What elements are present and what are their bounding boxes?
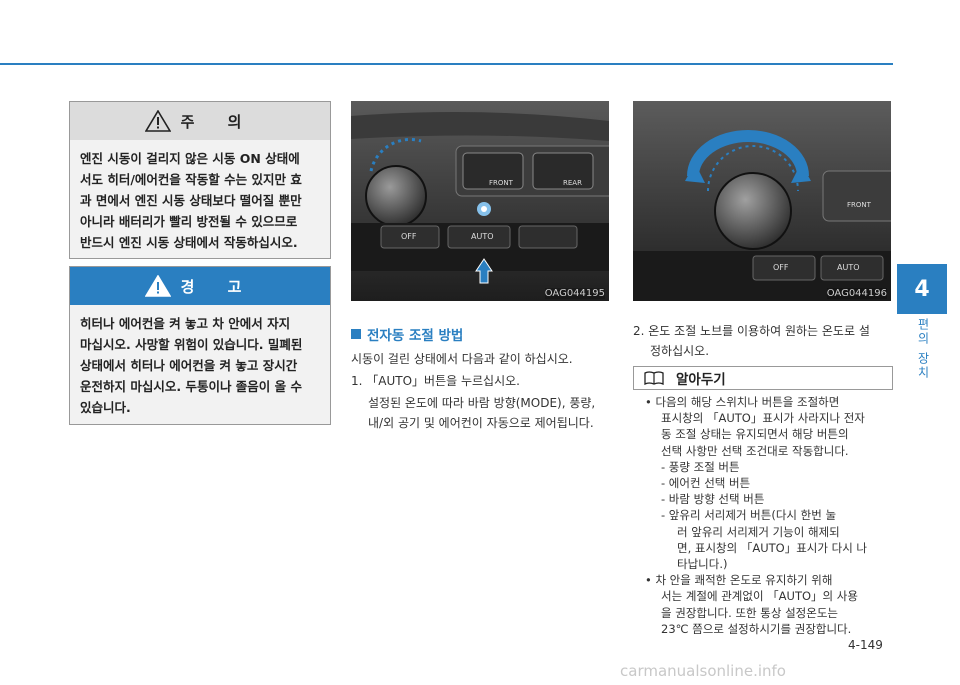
note-line: 23℃ 쯤으로 설정하시기를 권장합니다. bbox=[661, 621, 852, 636]
note-line: 러 앞유리 서리제거 기능이 해제되 bbox=[677, 524, 840, 539]
note-line: 면, 표시창의 「AUTO」표시가 다시 나 bbox=[677, 540, 868, 555]
step1-desc: 내/외 공기 및 에어컨이 자동으로 제어됩니다. bbox=[368, 416, 594, 430]
photo-code: OAG044195 bbox=[544, 288, 605, 299]
book-icon bbox=[644, 371, 664, 385]
control-panel-photo-knob: FRONT OFF AUTO OAG044196 bbox=[633, 101, 891, 301]
note-line: 표시창의 「AUTO」표시가 사라지나 전자 bbox=[661, 411, 865, 426]
note-line: 타납니다.) bbox=[677, 557, 728, 572]
photo-label: FRONT bbox=[847, 201, 871, 209]
warning-title: 경 고 bbox=[180, 277, 256, 296]
control-panel-photo-auto: FRONT REAR OFF AUTO OAG044195 bbox=[351, 101, 609, 301]
temperature-knob-illustration bbox=[633, 101, 891, 301]
watermark: carmanualsonline.info bbox=[620, 662, 786, 680]
note-line: - 풍량 조절 버튼 bbox=[661, 459, 740, 474]
section-intro: 시동이 걸린 상태에서 다음과 같이 하십시오. bbox=[351, 352, 573, 366]
warning-line: 히터나 에어컨을 켜 놓고 차 안에서 자지 bbox=[80, 316, 291, 331]
note-line: - 앞유리 서리제거 버튼(다시 한번 눌 bbox=[661, 508, 837, 523]
caution-box: 주 의 엔진 시동이 걸리지 않은 시동 ON 상태에 서도 히터/에어컨을 작… bbox=[69, 101, 331, 259]
climate-panel-illustration bbox=[351, 101, 609, 301]
caution-header: 주 의 bbox=[70, 102, 330, 140]
warning-line: 상태에서 히터나 에어컨을 켜 놓고 장시간 bbox=[80, 358, 298, 373]
caution-line: 아니라 배터리가 빨리 방전될 수 있으므로 bbox=[80, 214, 298, 229]
photo-label: AUTO bbox=[837, 263, 860, 272]
note-line: 서는 계절에 관계없이 「AUTO」의 사용 bbox=[661, 589, 858, 604]
warning-line: 마십시오. 사망할 위험이 있습니다. 밀폐된 bbox=[80, 337, 303, 352]
photo-code: OAG044196 bbox=[826, 288, 887, 299]
caution-line: 엔진 시동이 걸리지 않은 시동 ON 상태에 bbox=[80, 151, 300, 166]
note-list: • 다음의 해당 스위치나 버튼을 조절하면 표시창의 「AUTO」표시가 사라… bbox=[633, 394, 891, 637]
photo-label: REAR bbox=[563, 179, 582, 187]
chapter-name: 편의 장치 bbox=[916, 318, 930, 380]
caution-line: 과 면에서 엔진 시동 상태보다 떨어질 뿐만 bbox=[80, 193, 302, 208]
caution-body: 엔진 시동이 걸리지 않은 시동 ON 상태에 서도 히터/에어컨을 작동할 수… bbox=[70, 140, 330, 261]
note-title: 알아두기 bbox=[676, 372, 726, 388]
step1-label: 1. 「AUTO」버튼을 누르십시오. bbox=[351, 374, 520, 388]
square-bullet-icon bbox=[351, 329, 361, 339]
photo-label: AUTO bbox=[471, 232, 494, 241]
photo-label: OFF bbox=[401, 232, 417, 241]
photo-label: OFF bbox=[773, 263, 789, 272]
warning-box: 경 고 히터나 에어컨을 켜 놓고 차 안에서 자지 마십시오. 사망할 위험이… bbox=[69, 266, 331, 425]
photo-label: FRONT bbox=[489, 179, 513, 187]
warning-body: 히터나 에어컨을 켜 놓고 차 안에서 자지 마십시오. 사망할 위험이 있습니… bbox=[70, 305, 330, 426]
note-line: • 다음의 해당 스위치나 버튼을 조절하면 bbox=[645, 395, 840, 409]
caution-line: 서도 히터/에어컨을 작동할 수는 있지만 효 bbox=[80, 172, 302, 187]
section-title-text: 전자동 조절 방법 bbox=[367, 328, 464, 344]
note-line: 동 조절 상태는 유지되면서 해당 버튼의 bbox=[661, 427, 849, 442]
note-line: 을 권장합니다. 또한 통상 설정온도는 bbox=[661, 605, 838, 620]
chapter-tab: 4 bbox=[897, 264, 947, 314]
warning-line: 운전하지 마십시오. 두통이나 졸음이 올 수 bbox=[80, 379, 303, 394]
note-header: 알아두기 bbox=[633, 366, 893, 390]
note-line: 선택 사항만 선택 조건대로 작동합니다. bbox=[661, 443, 849, 458]
step2-line: 2. 온도 조절 노브를 이용하여 원하는 온도로 설 bbox=[633, 324, 870, 338]
caution-line: 반드시 엔진 시동 상태에서 작동하십시오. bbox=[80, 235, 298, 250]
warning-header: 경 고 bbox=[70, 267, 330, 305]
page-number: 4-149 bbox=[848, 638, 883, 652]
step1-desc: 설정된 온도에 따라 바람 방향(MODE), 풍량, bbox=[368, 396, 596, 410]
note-line: - 바람 방향 선택 버튼 bbox=[661, 492, 765, 507]
warning-triangle-icon bbox=[144, 275, 171, 297]
warning-line: 있습니다. bbox=[80, 400, 131, 415]
note-line: • 차 안을 쾌적한 온도로 유지하기 위해 bbox=[645, 573, 833, 588]
note-line: - 에어컨 선택 버튼 bbox=[661, 476, 751, 491]
warning-triangle-icon bbox=[144, 110, 171, 132]
section-title: 전자동 조절 방법 bbox=[351, 324, 463, 344]
step2-line: 정하십시오. bbox=[650, 344, 710, 358]
top-rule bbox=[0, 63, 893, 65]
caution-title: 주 의 bbox=[180, 112, 256, 131]
